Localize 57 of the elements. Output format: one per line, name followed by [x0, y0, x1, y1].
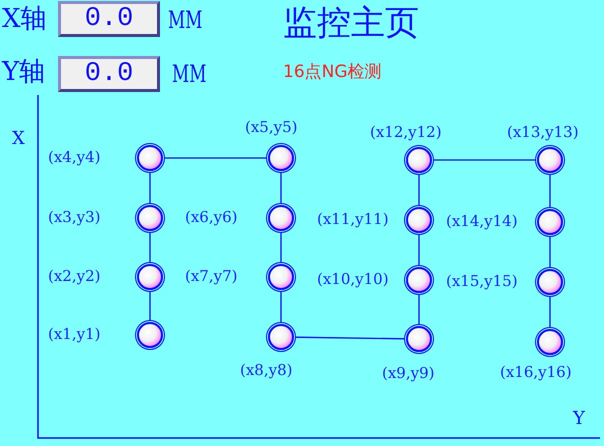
axis-name: X轴: [2, 6, 47, 32]
page-title: 监控主页: [283, 6, 419, 40]
point-indicator: [406, 147, 432, 173]
connector-line: [280, 291, 282, 323]
connector-line: [149, 232, 151, 263]
point-indicator: [137, 322, 163, 348]
connector-line: [549, 174, 551, 208]
coordinate-label: (x13,y13): [507, 125, 579, 140]
connector-line: [280, 172, 282, 204]
unit-label: MM: [168, 8, 202, 32]
connector-line: [164, 157, 267, 159]
point-indicator: [137, 145, 163, 171]
point-indicator: [537, 269, 563, 295]
coordinate-label: (x6,y6): [185, 210, 238, 225]
coordinate-label: (x11,y11): [317, 212, 389, 227]
axis-label: X: [12, 130, 25, 148]
value-display-field: 0.0: [58, 1, 160, 37]
point-indicator: [268, 264, 294, 290]
coordinate-label: (x9,y9): [382, 366, 434, 381]
connector-line: [418, 234, 420, 266]
point-indicator: [268, 324, 294, 350]
point-indicator: [406, 267, 432, 293]
coordinate-label: (x12,y12): [370, 125, 442, 140]
point-indicator: [268, 145, 294, 171]
coordinate-label: (x14,y14): [446, 214, 518, 229]
coordinate-label: (x5,y5): [245, 120, 298, 135]
point-indicator: [268, 205, 294, 231]
connector-line: [295, 336, 405, 340]
point-indicator: [137, 205, 163, 231]
coordinate-label: (x8,y8): [240, 363, 292, 378]
connector-line: [549, 296, 551, 328]
point-indicator: [406, 207, 432, 233]
connector-line: [418, 174, 420, 206]
coordinate-label: (x15,y15): [446, 274, 518, 289]
unit-label: MM: [172, 62, 206, 86]
coordinate-label: (x16,y16): [500, 365, 572, 380]
point-indicator: [137, 264, 163, 290]
connector-line: [280, 232, 282, 263]
coordinate-label: (x2,y2): [48, 269, 100, 284]
connector-line: [418, 294, 420, 325]
subtitle: 16点NG检测: [283, 64, 382, 81]
coordinate-label: (x3,y3): [48, 210, 100, 225]
connector-line: [549, 236, 551, 268]
value-display-field: 0.0: [58, 56, 160, 92]
coordinate-label: (x4,y4): [48, 150, 100, 165]
point-indicator: [537, 209, 563, 235]
coordinate-label: (x1,y1): [48, 327, 100, 342]
point-indicator: [537, 329, 563, 355]
connector-line: [433, 159, 536, 161]
coordinate-label: (x10,y10): [317, 272, 389, 287]
connector-line: [149, 172, 151, 204]
point-indicator: [406, 326, 432, 352]
coordinate-label: (x7,y7): [185, 269, 238, 284]
connector-line: [149, 291, 151, 321]
point-indicator: [537, 147, 563, 173]
axis-name: Y轴: [2, 59, 46, 85]
axis-label: Y: [573, 410, 585, 428]
